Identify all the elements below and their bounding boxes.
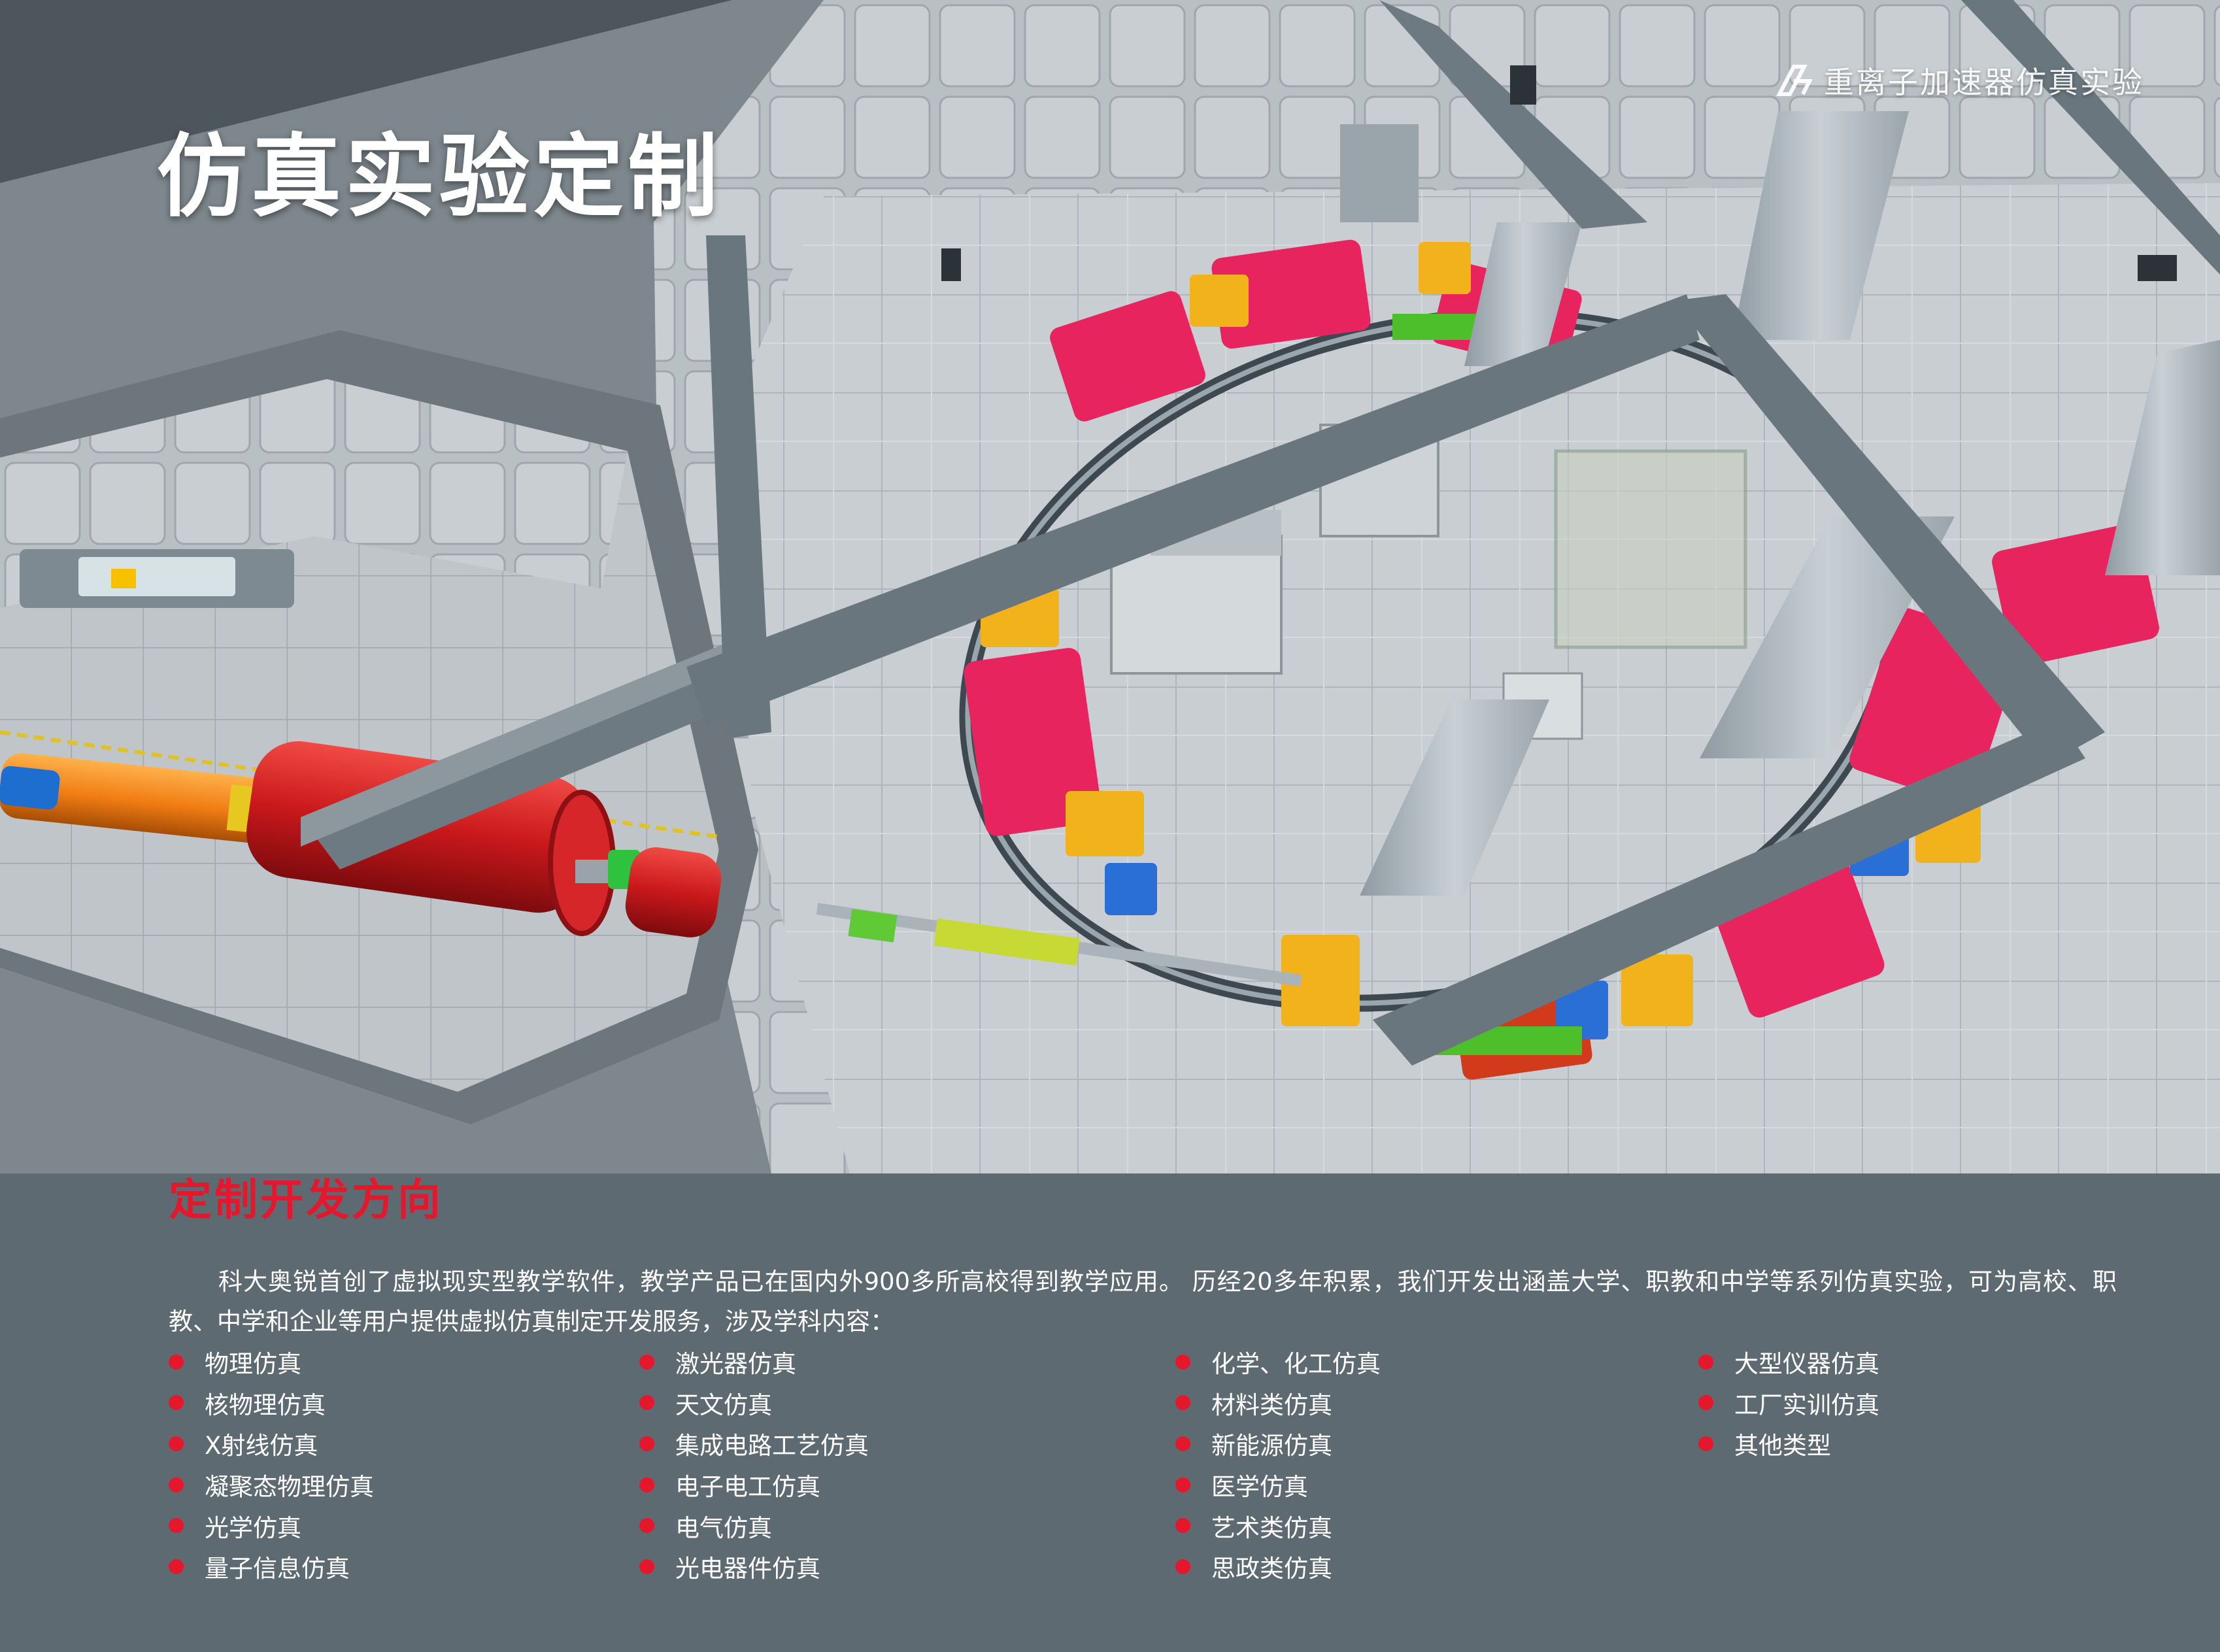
bullet-dot-icon: [169, 1395, 184, 1411]
brand-name: 重离子加速器仿真实验: [1824, 65, 2144, 100]
bullet-dot-icon: [1175, 1354, 1190, 1370]
bullet-dot-icon: [639, 1477, 654, 1492]
bullet-dot-icon: [1698, 1354, 1713, 1370]
section-heading: 定制开发方向: [169, 1175, 443, 1225]
bullet-dot-icon: [169, 1477, 184, 1492]
intro-paragraph: 科大奥锐首创了虚拟现实型教学软件，教学产品已在国内外900多所高校得到教学应用。…: [169, 1268, 2117, 1336]
list-item: 电气仿真: [639, 1505, 869, 1546]
topic-list: 物理仿真 核物理仿真 X射线仿真 凝聚态物理仿真 光学仿真 量子信息仿真 激光器…: [169, 1341, 2130, 1603]
hero-image: [0, 0, 2220, 1173]
list-item: X射线仿真: [169, 1423, 374, 1464]
page-title: 仿真实验定制: [157, 124, 722, 229]
list-item: 物理仿真: [169, 1341, 374, 1383]
list-item: 工厂实训仿真: [1698, 1383, 1879, 1424]
topic-column-4: 大型仪器仿真 工厂实训仿真 其他类型: [1698, 1341, 1879, 1464]
bullet-dot-icon: [1175, 1477, 1190, 1492]
list-item: 光电器件仿真: [639, 1546, 869, 1587]
accelerator-hall-illustration: [0, 0, 2220, 1173]
list-item: 材料类仿真: [1175, 1383, 1381, 1424]
list-item: 艺术类仿真: [1175, 1505, 1381, 1546]
bullet-dot-icon: [1175, 1395, 1190, 1411]
bullet-dot-icon: [639, 1395, 654, 1411]
list-item: 量子信息仿真: [169, 1546, 374, 1587]
list-item: 凝聚态物理仿真: [169, 1464, 374, 1506]
list-item: 思政类仿真: [1175, 1546, 1381, 1587]
bullet-dot-icon: [1175, 1436, 1190, 1451]
bullet-dot-icon: [1175, 1559, 1190, 1574]
bullet-dot-icon: [639, 1559, 654, 1574]
brand-logo-icon: [1776, 65, 1813, 96]
bullet-dot-icon: [169, 1354, 184, 1370]
bullet-dot-icon: [169, 1559, 184, 1574]
list-item: 光学仿真: [169, 1505, 374, 1546]
list-item: 医学仿真: [1175, 1464, 1381, 1506]
list-item: 电子电工仿真: [639, 1464, 869, 1506]
list-item: 大型仪器仿真: [1698, 1341, 1879, 1383]
bullet-dot-icon: [639, 1354, 654, 1370]
list-item: 化学、化工仿真: [1175, 1341, 1381, 1383]
bullet-dot-icon: [1698, 1395, 1713, 1411]
list-item: 其他类型: [1698, 1423, 1879, 1464]
topic-column-2: 激光器仿真 天文仿真 集成电路工艺仿真 电子电工仿真 电气仿真 光电器件仿真: [639, 1341, 869, 1587]
bullet-dot-icon: [1698, 1436, 1713, 1451]
bullet-dot-icon: [639, 1436, 654, 1451]
list-item: 集成电路工艺仿真: [639, 1423, 869, 1464]
list-item: 天文仿真: [639, 1383, 869, 1424]
bullet-dot-icon: [169, 1518, 184, 1534]
bullet-dot-icon: [639, 1518, 654, 1534]
bullet-dot-icon: [169, 1436, 184, 1451]
list-item: 新能源仿真: [1175, 1423, 1381, 1464]
brand-header: 重离子加速器仿真实验: [1774, 60, 2144, 101]
bullet-dot-icon: [1175, 1518, 1190, 1534]
list-item: 核物理仿真: [169, 1383, 374, 1424]
topic-column-1: 物理仿真 核物理仿真 X射线仿真 凝聚态物理仿真 光学仿真 量子信息仿真: [169, 1341, 374, 1587]
topic-column-3: 化学、化工仿真 材料类仿真 新能源仿真 医学仿真 艺术类仿真 思政类仿真: [1175, 1341, 1381, 1587]
list-item: 激光器仿真: [639, 1341, 869, 1383]
